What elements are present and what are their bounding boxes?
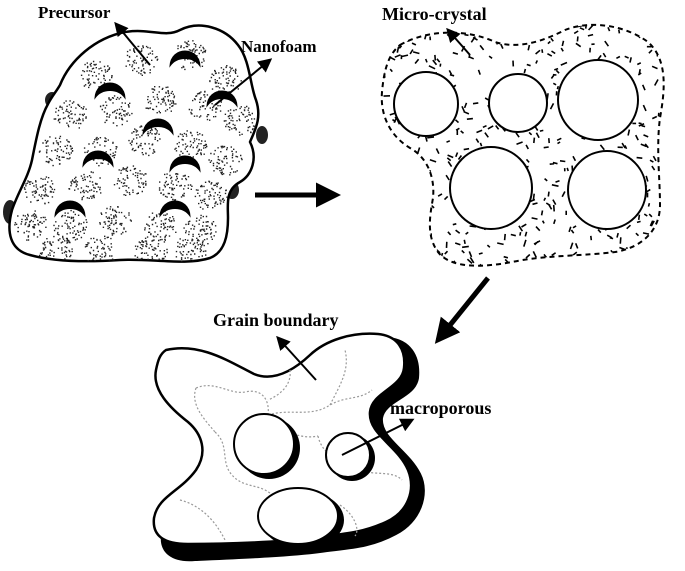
micro-crystal-pore (393, 71, 459, 137)
macroporous-pointer-arrow (341, 418, 415, 456)
nanofoam-dome (54, 200, 86, 218)
nanofoam-pointer-arrow (214, 58, 273, 106)
micro-crystal-pointer-arrow (446, 27, 471, 56)
nanofoam-dome (142, 118, 174, 136)
nanofoam-domes (54, 50, 238, 218)
micro-crystal-outline (380, 23, 665, 267)
micro-crystal-pore (449, 146, 533, 230)
grain-boundary-label: Grain boundary (213, 310, 339, 330)
macropore (325, 432, 375, 481)
macropore (233, 413, 300, 479)
macropore (257, 487, 344, 549)
micro-crystal-label: Micro-crystal (382, 4, 487, 24)
precursor-pointer-arrow (114, 21, 151, 66)
nanofoam-dome (94, 82, 126, 100)
nanofoam-stipple (14, 40, 256, 262)
macroporous-monolith (152, 332, 425, 562)
micro-crystal-dash-texture (381, 24, 664, 266)
precursor-label: Precursor (38, 3, 111, 22)
micro-crystal-pore (567, 150, 647, 230)
nanofoam-dome (159, 200, 191, 218)
nanofoam-dome (169, 155, 201, 173)
transition-arrow-down-left (434, 276, 490, 344)
micro-crystal-pore (488, 73, 548, 133)
precursor-nanofoam-blob (3, 24, 268, 263)
nanofoam-dome (206, 90, 238, 108)
micro-crystal-pore (557, 59, 639, 141)
nanofoam-dome (169, 50, 201, 68)
grain-boundary-pointer-arrow (276, 335, 317, 381)
precursor-lobe (256, 126, 268, 144)
nanofoam-label: Nanofoam (241, 37, 317, 56)
nanofoam-dome (82, 150, 114, 168)
micro-crystal-blob (380, 23, 665, 267)
macroporous-label: macroporous (390, 398, 491, 418)
